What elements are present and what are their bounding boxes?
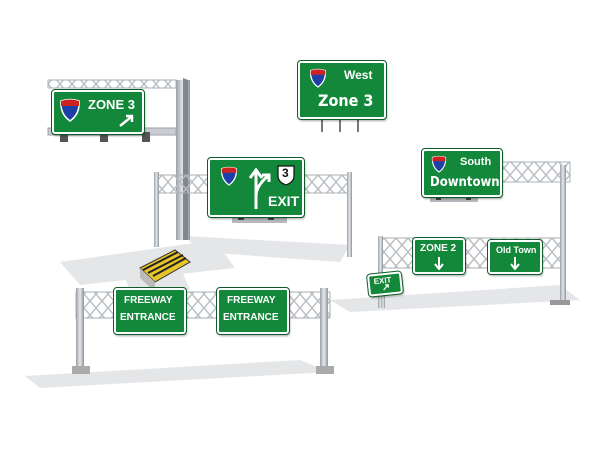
us-route-number: 3 [282, 166, 289, 180]
south-label: South [460, 156, 492, 168]
arrow-up-right-icon [383, 284, 389, 291]
old-town-sign: Old Town [487, 239, 543, 275]
west-label: West [344, 68, 373, 82]
ground-shadows [25, 236, 580, 388]
zone3-label: ZONE 3 [88, 97, 135, 112]
interstate-shield-icon [431, 155, 447, 173]
arrow-down-icon [434, 257, 444, 270]
exit-main-label: EXIT [268, 193, 300, 209]
gantry-exit [154, 172, 352, 257]
south-sign: South Downtown [421, 148, 503, 198]
interstate-shield-icon [60, 98, 80, 122]
west-sign-brackets [318, 117, 372, 132]
freeway-label: FREEWAY [124, 295, 173, 306]
freeway-entrance-sign-left: FREEWAY ENTRANCE [113, 287, 187, 335]
zone2-sign: ZONE 2 [412, 237, 466, 275]
west-sign: West Zone 3 [297, 60, 387, 120]
west-zone-label: Zone 3 [318, 91, 374, 110]
freeway-label: FREEWAY [227, 295, 276, 306]
us-route-shield-icon [277, 165, 295, 186]
zone2-label: ZONE 2 [420, 243, 457, 254]
old-town-label: Old Town [496, 245, 537, 255]
entrance-label: ENTRANCE [223, 312, 279, 323]
crash-cushion [139, 249, 191, 292]
arrow-up-right-icon [119, 114, 134, 127]
arrow-down-icon [510, 257, 520, 270]
interstate-shield-icon [309, 68, 327, 88]
exit-post [381, 290, 385, 308]
downtown-label: Downtown [430, 175, 500, 190]
split-arrow-icon [248, 167, 271, 209]
entrance-label: ENTRANCE [120, 312, 176, 323]
exit-small-sign: EXIT [365, 270, 405, 298]
exit-main-sign: 3 EXIT [207, 157, 305, 218]
zone3-sign: ZONE 3 [51, 89, 145, 135]
interstate-shield-icon [220, 166, 238, 186]
freeway-entrance-sign-right: FREEWAY ENTRANCE [216, 287, 290, 335]
